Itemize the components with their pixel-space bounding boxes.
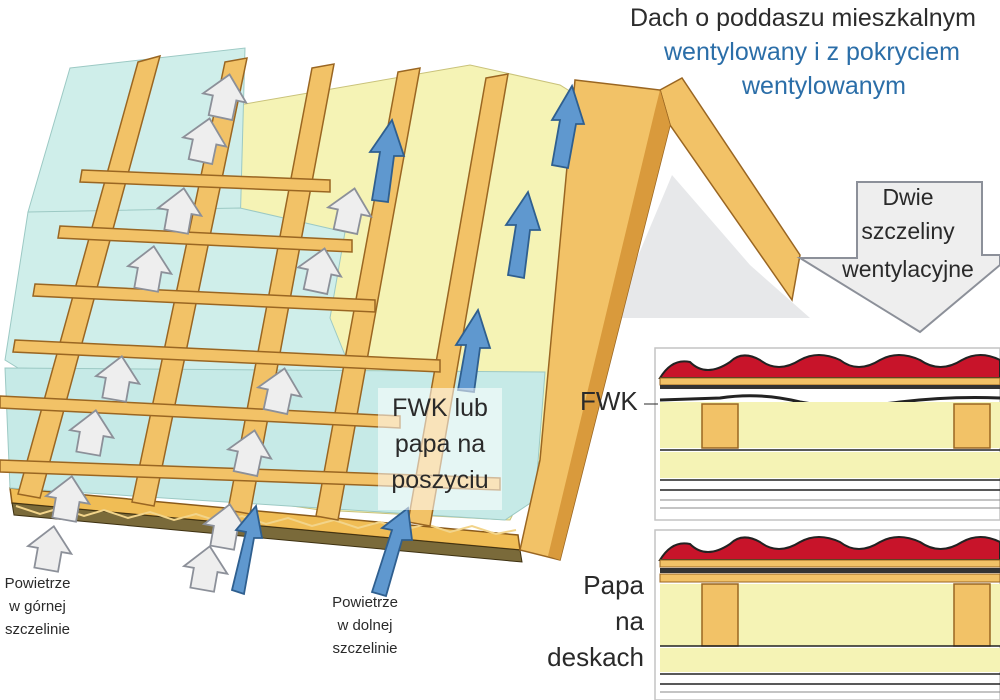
callout-fwk-or-felt: FWK lub papa na poszyciu (378, 388, 502, 510)
title-line-3: wentylowanym (742, 72, 906, 100)
air-lower-label-3: szczelinie (332, 640, 398, 657)
title-line-1: Dach o poddaszu mieszkalnym (630, 4, 976, 32)
callout-line-1: FWK lub (392, 394, 488, 422)
gap-label-line-3: wentylacyjne (842, 256, 974, 282)
callout-line-3: poszyciu (391, 466, 489, 494)
title-line-2: wentylowany i z pokryciem (664, 38, 960, 66)
air-lower-label-2: w dolnej (337, 617, 393, 634)
lower-gap-arrows (230, 83, 586, 598)
section-papa-label-2: na (615, 606, 644, 636)
air-lower-label-1: Powietrze (332, 594, 398, 611)
section-papa-label-1: Papa (583, 570, 644, 600)
battens (0, 169, 501, 491)
section-papa-label-3: deskach (547, 642, 644, 672)
air-upper-label-3: szczelinie (4, 621, 71, 638)
section-papa (654, 529, 1000, 700)
air-upper-label-1: Powietrze (4, 575, 71, 592)
gap-label-line-1: Dwie (882, 184, 934, 210)
section-fwk-label: FWK (580, 386, 638, 416)
gap-indicator-arrow (796, 181, 1000, 334)
section-fwk (654, 347, 1000, 521)
gable (519, 77, 810, 561)
air-upper-label-2: w górnej (9, 598, 66, 615)
gap-label-line-2: szczeliny (861, 218, 955, 244)
callout-line-2: papa na (394, 430, 486, 458)
